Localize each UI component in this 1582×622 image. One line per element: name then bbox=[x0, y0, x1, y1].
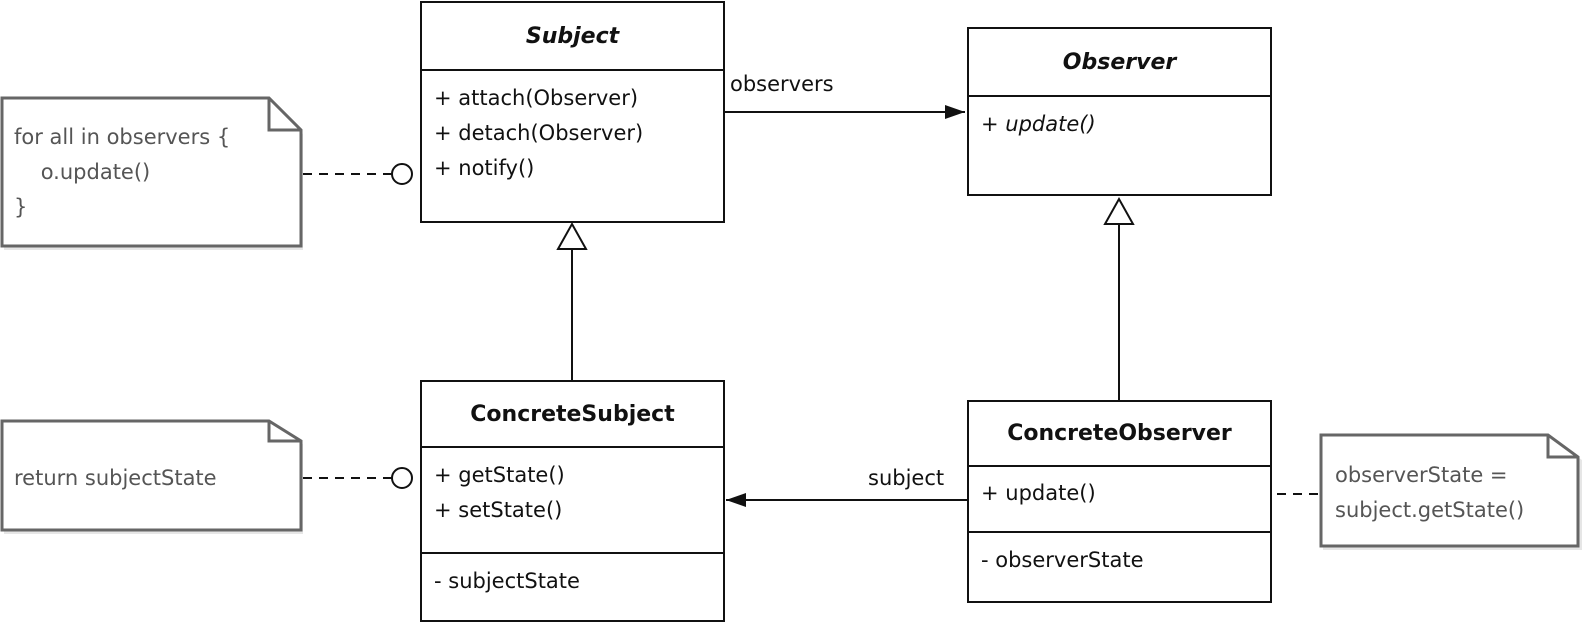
class-concrete-observer-name: ConcreteObserver bbox=[969, 402, 1270, 467]
note-getstate-text: return subjectState bbox=[14, 461, 217, 496]
class-subject-methods: + attach(Observer) + detach(Observer) + … bbox=[422, 71, 723, 186]
class-observer[interactable]: Observer + update() bbox=[967, 27, 1272, 196]
note-update-text: observerState = subject.getState() bbox=[1335, 458, 1524, 528]
method-detach: + detach(Observer) bbox=[434, 121, 644, 145]
note-getstate-shape bbox=[0, 419, 303, 534]
note-update-line-2: subject.getState() bbox=[1335, 498, 1525, 522]
class-concrete-subject[interactable]: ConcreteSubject + getState() + setState(… bbox=[420, 380, 725, 622]
class-concrete-observer[interactable]: ConcreteObserver + update() - observerSt… bbox=[967, 400, 1272, 603]
note-getstate-line-1: return subjectState bbox=[14, 466, 217, 490]
note-notify-line-2: o.update() bbox=[14, 160, 151, 184]
class-observer-name: Observer bbox=[969, 29, 1270, 97]
note-update-shape bbox=[1319, 433, 1582, 550]
class-concrete-observer-attributes: - observerState bbox=[969, 531, 1270, 578]
class-concrete-observer-methods: + update() bbox=[969, 467, 1270, 531]
method-update-abstract: + update() bbox=[981, 112, 1096, 136]
attribute-subjectstate: - subjectState bbox=[434, 569, 580, 593]
class-concrete-subject-attributes: - subjectState bbox=[422, 552, 723, 599]
method-getstate: + getState() bbox=[434, 463, 565, 487]
subject-role-label: subject bbox=[868, 466, 945, 490]
note-notify-line-1: for all in observers { bbox=[14, 125, 231, 149]
inheritance-concrete-subject bbox=[556, 221, 588, 380]
observers-role-label: observers bbox=[730, 72, 834, 96]
method-setstate: + setState() bbox=[434, 498, 563, 522]
class-subject-name: Subject bbox=[422, 3, 723, 71]
note-notify-text: for all in observers { o.update() } bbox=[14, 120, 230, 225]
class-concrete-subject-methods: + getState() + setState() bbox=[422, 448, 723, 552]
class-subject[interactable]: Subject + attach(Observer) + detach(Obse… bbox=[420, 1, 725, 223]
note-notify-anchor bbox=[303, 163, 413, 185]
method-update-concrete: + update() bbox=[981, 481, 1096, 505]
inheritance-concrete-observer bbox=[1103, 196, 1135, 400]
attribute-observerstate: - observerState bbox=[981, 548, 1144, 572]
method-attach: + attach(Observer) bbox=[434, 86, 639, 110]
note-getstate-anchor bbox=[303, 467, 413, 489]
note-update-line-1: observerState = bbox=[1335, 463, 1508, 487]
method-notify: + notify() bbox=[434, 156, 535, 180]
class-observer-methods: + update() bbox=[969, 97, 1270, 142]
note-notify-shape bbox=[0, 96, 303, 250]
class-concrete-subject-name: ConcreteSubject bbox=[422, 382, 723, 448]
note-notify-line-3: } bbox=[14, 195, 28, 219]
